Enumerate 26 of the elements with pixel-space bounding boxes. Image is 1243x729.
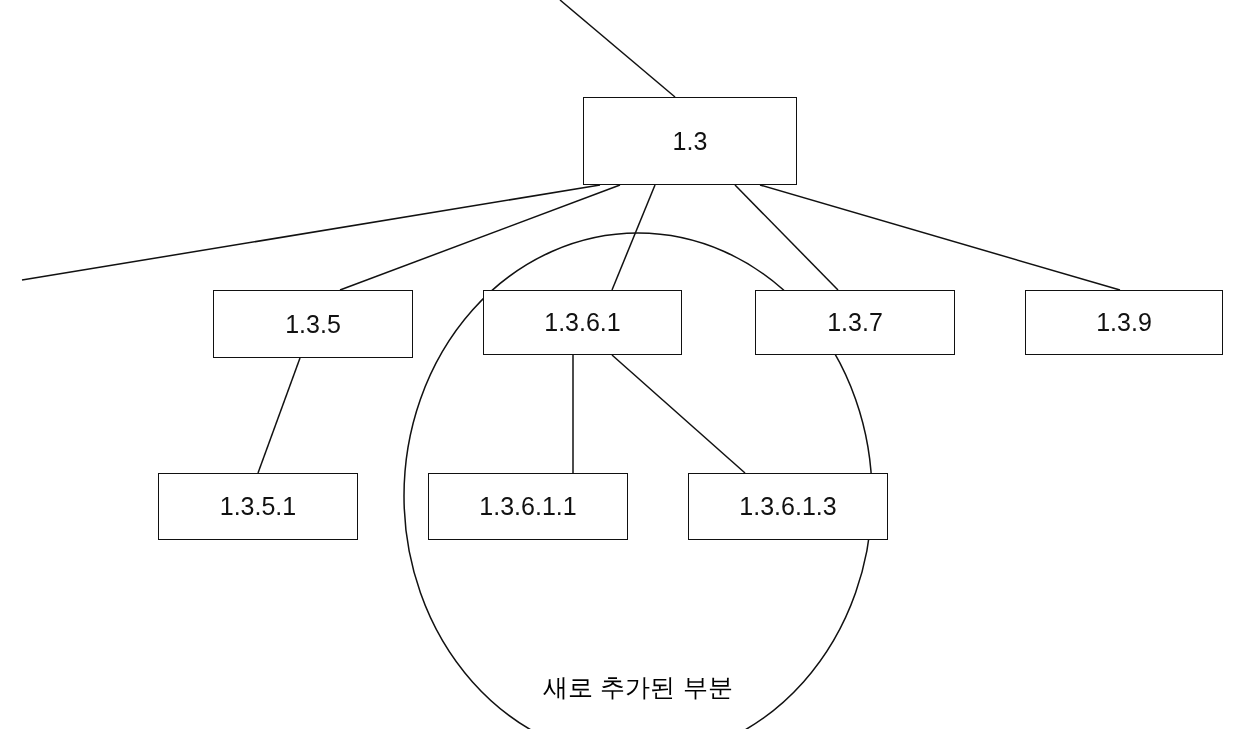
node-box	[483, 290, 682, 355]
connector-line	[257, 357, 301, 474]
node-box	[158, 473, 358, 540]
connector-line	[734, 184, 839, 291]
node-label: 1.3.5.1	[219, 492, 297, 521]
node-label: 1.3.6.1.1	[479, 492, 577, 521]
connector-line	[339, 184, 621, 291]
connector-line	[559, 0, 676, 98]
connector-line	[21, 184, 601, 281]
connector-line	[611, 184, 656, 291]
connector-line	[759, 184, 1121, 291]
node-box	[428, 473, 628, 540]
node-box	[213, 290, 413, 358]
node-box	[755, 290, 955, 355]
connector-line	[611, 354, 746, 474]
node-label: 1.3.7	[827, 308, 883, 337]
node-label: 1.3.6.1	[544, 308, 621, 337]
node-label: 1.3.5	[285, 309, 341, 339]
region-label: 새로 추가된 부분	[541, 672, 735, 704]
node-label: 1.3.9	[1096, 308, 1152, 337]
node-label: 1.3	[672, 126, 708, 156]
node-box	[1025, 290, 1223, 355]
node-box	[583, 97, 797, 185]
node-box	[688, 473, 888, 540]
connector-line	[572, 354, 574, 474]
node-label: 1.3.6.1.3	[739, 492, 837, 521]
